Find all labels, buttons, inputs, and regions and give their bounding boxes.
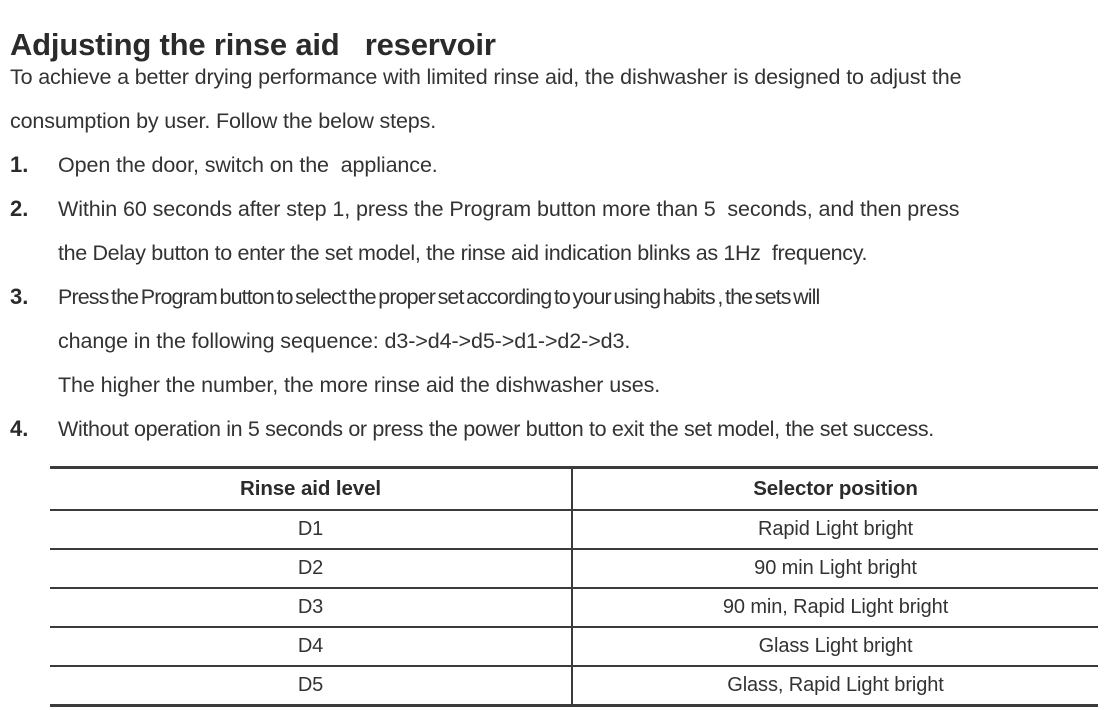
table-row: D3 90 min, Rapid Light bright (50, 587, 1098, 628)
intro-line-2: consumption by user. Follow the below st… (10, 109, 437, 133)
table-header-row: Rinse aid level Selector position (50, 466, 1098, 511)
step-number: 4. (10, 416, 29, 441)
intro-line-1: To achieve a better drying performance w… (10, 65, 962, 89)
step-text: Press the Program button to select the p… (58, 275, 1100, 407)
cell-rinse-aid-level: D1 (50, 509, 572, 550)
step-text: Within 60 seconds after step 1, press th… (58, 187, 1100, 275)
step-line: the Delay button to enter the set model,… (58, 241, 868, 265)
column-header-selector-position: Selector position (571, 466, 1098, 511)
step-line: Open the door, switch on the appliance. (58, 153, 438, 177)
step-line: The higher the number, the more rinse ai… (58, 373, 661, 397)
list-item: 1. Open the door, switch on the applianc… (10, 143, 1100, 187)
step-line: Within 60 seconds after step 1, press th… (58, 197, 960, 221)
table-row: D4 Glass Light bright (50, 626, 1098, 667)
table-row: D5 Glass, Rapid Light bright (50, 665, 1098, 707)
column-header-rinse-aid-level: Rinse aid level (50, 466, 572, 511)
steps-list: 1. Open the door, switch on the applianc… (10, 143, 1100, 451)
rinse-aid-table-container: Rinse aid level Selector position D1 Rap… (50, 466, 1098, 707)
step-number: 2. (10, 196, 29, 221)
list-item: 2. Within 60 seconds after step 1, press… (10, 187, 1100, 275)
cell-selector-position: 90 min, Rapid Light bright (571, 587, 1098, 628)
cell-rinse-aid-level: D3 (50, 587, 572, 628)
table-row: D1 Rapid Light bright (50, 509, 1098, 550)
cell-rinse-aid-level: D2 (50, 548, 572, 589)
cell-rinse-aid-level: D4 (50, 626, 572, 667)
cell-selector-position: Glass Light bright (571, 626, 1098, 667)
step-text: Without operation in 5 seconds or press … (58, 407, 1100, 451)
list-item: 3. Press the Program button to select th… (10, 275, 1100, 407)
page-title: Adjusting the rinse aid reservoir (10, 26, 496, 62)
step-line: Press the Program button to select the p… (58, 285, 820, 309)
intro-paragraph: To achieve a better drying performance w… (10, 55, 1094, 143)
table-row: D2 90 min Light bright (50, 548, 1098, 589)
cell-rinse-aid-level: D5 (50, 665, 572, 707)
step-number: 1. (10, 152, 29, 177)
list-item: 4. Without operation in 5 seconds or pre… (10, 407, 1100, 451)
rinse-aid-table: Rinse aid level Selector position D1 Rap… (50, 466, 1098, 707)
step-number: 3. (10, 284, 29, 309)
step-text: Open the door, switch on the appliance. (58, 143, 1100, 187)
step-line: Without operation in 5 seconds or press … (58, 417, 934, 441)
cell-selector-position: 90 min Light bright (571, 548, 1098, 589)
step-line: change in the following sequence: d3->d4… (58, 329, 631, 353)
cell-selector-position: Glass, Rapid Light bright (571, 665, 1098, 707)
cell-selector-position: Rapid Light bright (571, 509, 1098, 550)
